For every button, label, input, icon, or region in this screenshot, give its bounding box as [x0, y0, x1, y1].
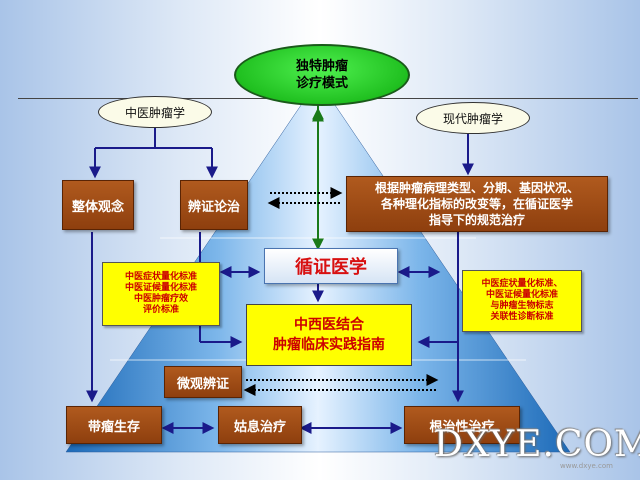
top-line2: 诊疗模式: [295, 76, 348, 91]
unique-mode-oval: 独特肿瘤 诊疗模式: [234, 44, 410, 106]
top-line1: 独特肿瘤: [295, 59, 348, 74]
right-standard-4: 关联性诊断标准: [490, 312, 554, 322]
modern-treatment-box: 根据肿瘤病理类型、分期、基因状况、 各种理化指标的改变等，在循证医学 指导下的规…: [346, 176, 608, 232]
modern-treatment-line2: 各种理化指标的改变等，在循证医学: [380, 197, 573, 211]
tcm-oncology-oval: 中医肿瘤学: [98, 96, 212, 128]
right-standard-1: 中医症状量化标准、: [481, 279, 563, 289]
syndrome-differentiation-box: 辨证论治: [180, 180, 248, 230]
guideline-line2: 肿瘤临床实践指南: [273, 337, 385, 353]
radical-box: 根治性治疗: [404, 406, 520, 444]
left-standard-2: 中医证候量化标准: [124, 283, 197, 293]
modern-oncology-oval: 现代肿瘤学: [416, 102, 530, 134]
right-standard-3: 与肿瘤生物标志: [490, 301, 554, 311]
left-standard-3: 中医肿瘤疗效: [133, 294, 188, 304]
right-standards-box: 中医症状量化标准、 中医证候量化标准 与肿瘤生物标志 关联性诊断标准: [462, 270, 582, 332]
modern-treatment-line3: 指导下的规范治疗: [428, 213, 525, 227]
left-standard-4: 评价标准: [142, 305, 179, 315]
left-standards-box: 中医症状量化标准 中医证候量化标准 中医肿瘤疗效 评价标准: [102, 262, 220, 326]
watermark-sub: www.dxye.com: [560, 462, 613, 470]
modern-treatment-line1: 根据肿瘤病理类型、分期、基因状况、: [374, 181, 579, 195]
guideline-line1: 中西医结合: [294, 317, 364, 333]
survival-with-tumor-box: 带瘤生存: [66, 406, 162, 444]
holistic-view-box: 整体观念: [62, 180, 134, 230]
clinical-guideline-box: 中西医结合 肿瘤临床实践指南: [246, 304, 412, 366]
right-standard-2: 中医证候量化标准: [485, 290, 558, 300]
ebm-box: 循证医学: [264, 248, 398, 284]
watermark: DXYE.COM: [434, 424, 640, 465]
palliative-box: 姑息治疗: [218, 406, 302, 444]
micro-differentiation-box: 微观辨证: [164, 366, 242, 398]
left-standard-1: 中医症状量化标准: [124, 272, 197, 282]
